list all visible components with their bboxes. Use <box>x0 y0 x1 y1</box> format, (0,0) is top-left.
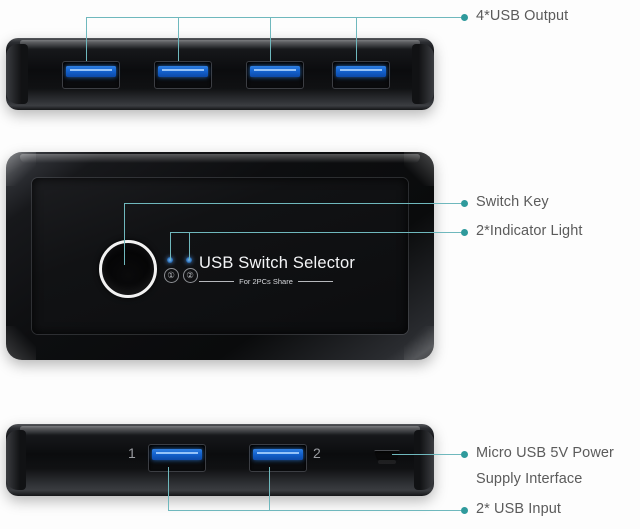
micro-usb-power-port <box>374 450 400 460</box>
callout-label-usb-input: 2* USB Input <box>476 501 562 517</box>
usb-tongue-icon <box>336 66 386 77</box>
port-label-1: 1 <box>128 445 136 461</box>
bevel-bottom-right <box>404 326 434 360</box>
brand-subtitle-row: For 2PCs Share <box>199 277 333 286</box>
indicator-light-2 <box>186 257 192 263</box>
leader-line-indicator-bus <box>170 232 461 233</box>
bevel-top-right <box>404 152 434 186</box>
bottom-unit-right-cap <box>414 430 434 490</box>
bevel-bottom-left <box>6 326 36 360</box>
bottom-unit-usb-input <box>6 424 434 496</box>
leader-line-usb-output-3 <box>270 17 271 61</box>
indicator-numeral-1: ① <box>163 268 179 283</box>
leader-line-indicator-1 <box>170 232 171 260</box>
leader-line-usb-input-bus <box>168 510 461 511</box>
usb-tongue-icon <box>158 66 208 77</box>
top-unit-usb-output <box>6 38 434 110</box>
leader-line-micro-usb <box>392 454 461 455</box>
brand-rule-right <box>297 281 333 282</box>
bottom-unit-left-cap <box>6 430 26 490</box>
indicator-light-1 <box>167 257 173 263</box>
usb-input-port-2 <box>249 444 307 472</box>
callout-dot-micro-usb <box>461 450 468 458</box>
callout-dot-switch-key <box>461 199 468 207</box>
leader-line-switch-key-vertical <box>124 203 125 265</box>
switch-key-button[interactable] <box>99 240 157 298</box>
leader-line-usb-output-1 <box>86 17 87 61</box>
middle-unit-inset-panel <box>32 178 408 334</box>
usb-tongue-icon <box>253 449 303 460</box>
micro-usb-port-shadow <box>378 460 396 464</box>
top-unit-right-cap <box>412 44 434 104</box>
port-label-2: 2 <box>313 445 321 461</box>
brand-rule-left <box>199 281 235 282</box>
leader-line-usb-input-1 <box>168 467 169 510</box>
top-unit-left-cap <box>6 44 28 104</box>
usb-output-port-4 <box>332 61 390 89</box>
callout-label-indicator-light: 2*Indicator Light <box>476 223 583 239</box>
leader-line-indicator-2 <box>189 232 190 260</box>
callout-label-micro-usb-line1: Micro USB 5V Power <box>476 445 614 461</box>
brand-subtitle: For 2PCs Share <box>239 277 293 286</box>
usb-tongue-icon <box>66 66 116 77</box>
leader-line-usb-output-2 <box>178 17 179 61</box>
brand-title: USB Switch Selector <box>199 254 356 272</box>
callout-dot-usb-input <box>461 506 468 514</box>
leader-line-usb-input-2 <box>269 467 270 510</box>
callout-label-micro-usb-line2: Supply Interface <box>476 471 583 487</box>
usb-tongue-icon <box>152 449 202 460</box>
callout-dot-indicator-light <box>461 228 468 236</box>
usb-output-port-2 <box>154 61 212 89</box>
callout-dot-usb-output <box>461 13 468 21</box>
usb-tongue-icon <box>250 66 300 77</box>
usb-output-port-3 <box>246 61 304 89</box>
callout-label-switch-key: Switch Key <box>476 194 549 210</box>
usb-input-port-1 <box>148 444 206 472</box>
usb-output-port-1 <box>62 61 120 89</box>
leader-line-usb-output-bus <box>86 17 461 18</box>
callout-label-usb-output: 4*USB Output <box>476 8 569 24</box>
leader-line-switch-key-horizontal <box>124 203 461 204</box>
indicator-numeral-2: ② <box>182 268 198 283</box>
leader-line-usb-output-4 <box>356 17 357 61</box>
